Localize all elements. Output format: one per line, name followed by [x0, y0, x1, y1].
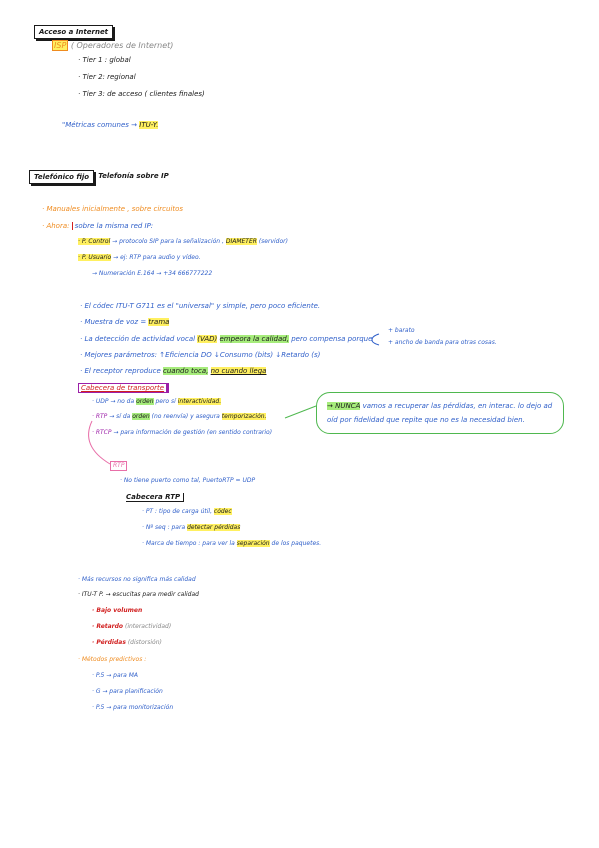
- section-title-acceso: Acceso a Internet: [34, 25, 114, 39]
- mas-recursos-text: · Más recursos no significa más calidad: [78, 576, 196, 583]
- manuales-text: · Manuales inicialmente , sobre circuito…: [42, 205, 184, 213]
- pt-line: · PT : tipo de carga útil, códec: [142, 508, 232, 515]
- nodo-text: · No tiene puerto como tal, PuertoRTP = …: [120, 477, 256, 484]
- g-text: · G → para planificación: [92, 688, 163, 695]
- pusuario-line: · P. Usuario → ej: RTP para audio y víde…: [78, 254, 201, 261]
- metodos-text: · Métodos predictivos :: [78, 656, 147, 663]
- itutp-text: · ITU-T P. → escucitas para medir calida…: [78, 591, 199, 598]
- nunca-note: → NUNCA vamos a recuperar las pérdidas, …: [316, 392, 564, 434]
- tier2-text: · Tier 2: regional: [78, 73, 136, 81]
- brace-bracket: [371, 333, 380, 346]
- ahora-line: · Ahora: sobre la misma red IP:: [42, 222, 154, 230]
- pcontrol-line: · P. Control → protocolo SIP para la señ…: [78, 238, 288, 245]
- bajo-volumen-text: · Bajo volumen: [92, 607, 143, 614]
- receptor-line: · El receptor reproduce cuando toca, no …: [80, 367, 267, 375]
- isp-line: ISP ( Operadores de Internet): [52, 40, 174, 51]
- p5a-text: · P.5 → para MA: [92, 672, 138, 679]
- retardo-line: · Retardo (interactividad): [92, 623, 172, 630]
- rtp-link-arrow: [88, 420, 111, 465]
- vad-line: · La detección de actividad vocal (VAD) …: [80, 335, 373, 343]
- rtp-line: · RTP → sí da orden (no reenvía) y asegu…: [92, 413, 267, 420]
- muestra-line: · Muestra de voz = trama: [80, 318, 170, 326]
- marca-line: · Marca de tiempo : para ver la separaci…: [142, 540, 322, 547]
- rtcp-line: · RTCP → para información de gestión (en…: [92, 429, 273, 436]
- perdidas-line: · Pérdidas (distorsión): [92, 639, 162, 646]
- p5b-text: · P.5 → para monitorización: [92, 704, 174, 711]
- udp-line: · UDP → no da orden pero sí interactivid…: [92, 398, 222, 405]
- isp-desc: ( Operadores de Internet): [70, 41, 174, 50]
- codec-text: · El códec ITU-T G711 es el "universal" …: [80, 302, 321, 310]
- note-connector: [284, 405, 317, 419]
- numeracion-text: → Numeración E.164 → +34 666777222: [92, 270, 213, 277]
- section-subtitle: : Telefonía sobre IP: [93, 172, 169, 180]
- brace-item-2: + ancho de banda para otras cosas.: [388, 339, 497, 346]
- tier1-text: · Tier 1 : global: [78, 56, 131, 64]
- section-title-telefonico: Telefónico fijo: [29, 170, 95, 184]
- tier3-text: · Tier 3: de acceso ( clientes finales): [78, 90, 205, 98]
- brace-item-1: + barato: [388, 327, 415, 334]
- isp-label: ISP: [52, 40, 69, 51]
- cabecera-transporte-heading: Cabecera de transporte: [78, 383, 168, 394]
- rtp-box: RTP: [110, 461, 128, 471]
- cabecera-rtp-heading: Cabecera RTP: [126, 493, 185, 503]
- mejores-text: · Mejores parámetros: ↑Eficiencia DO ↓Co…: [80, 351, 321, 359]
- nseq-line: · Nº seq : para detectar pérdidas: [142, 524, 241, 531]
- metricas-line: "Métricas comunes → ITU-Y.: [62, 121, 159, 129]
